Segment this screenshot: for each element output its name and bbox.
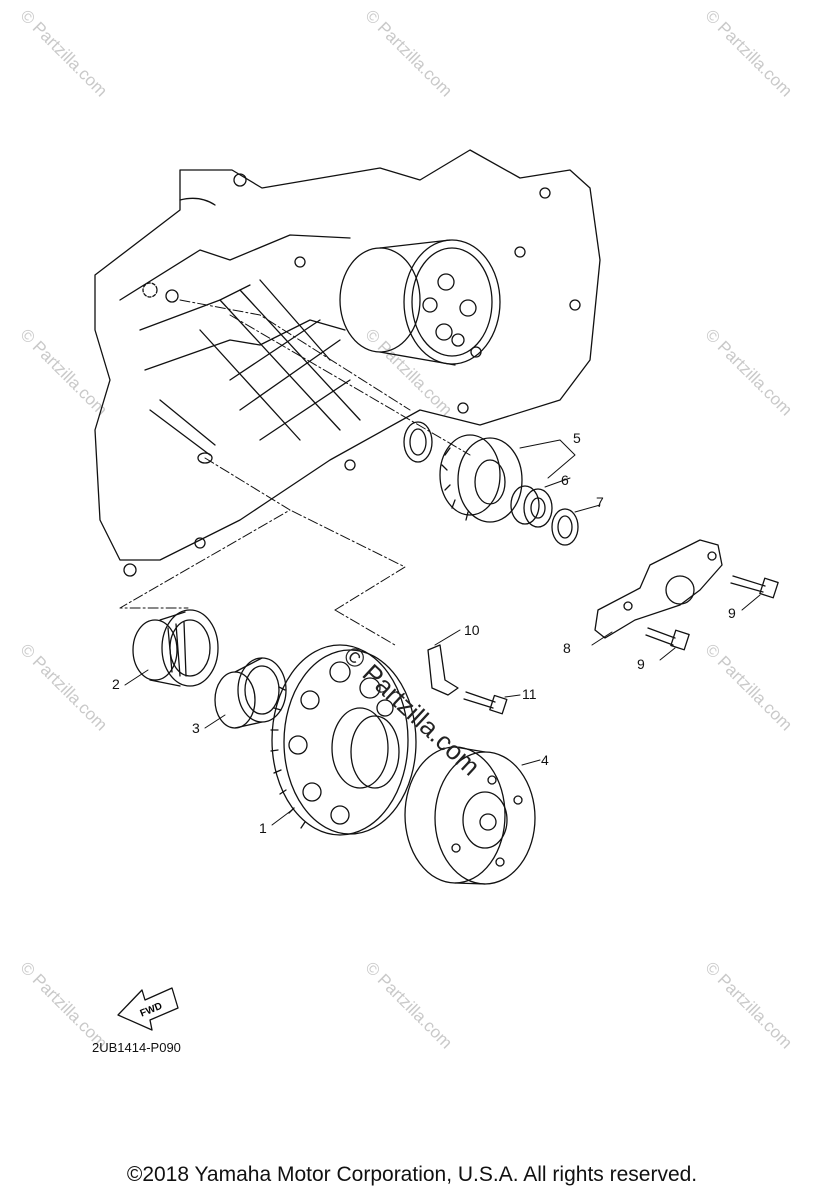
callout-10: 10	[464, 622, 480, 638]
diagram-code: 2UB1414-P090	[92, 1040, 181, 1055]
fwd-arrow-icon	[117, 987, 179, 1031]
plate	[427, 644, 459, 696]
one-way-clutch	[404, 746, 536, 885]
bracket	[594, 539, 723, 639]
needle-bearing	[132, 609, 219, 687]
callout-2: 2	[112, 676, 120, 692]
callout-1: 1	[259, 820, 267, 836]
callout-6: 6	[561, 472, 569, 488]
callout-5: 5	[573, 430, 581, 446]
callout-9: 9	[728, 605, 736, 621]
callout-4: 4	[541, 752, 549, 768]
clutch-drum	[339, 239, 501, 366]
oil-seal	[403, 421, 433, 463]
callout-leaders	[124, 439, 761, 826]
bolt	[645, 627, 690, 651]
copyright-notice: ©2018 Yamaha Motor Corporation, U.S.A. A…	[126, 1163, 698, 1186]
callout-9: 9	[637, 656, 645, 672]
bolt	[730, 575, 779, 599]
idle-gear	[439, 434, 523, 523]
bolt	[463, 691, 508, 715]
callout-7: 7	[596, 494, 604, 510]
crankcase-outline	[94, 149, 601, 577]
washer	[551, 508, 579, 546]
bearing	[510, 485, 553, 528]
callout-8: 8	[563, 640, 571, 656]
starter-wheel-gear	[270, 644, 417, 836]
leader-lines	[119, 299, 471, 646]
callout-11: 11	[522, 686, 537, 702]
collar	[214, 657, 287, 729]
callout-3: 3	[192, 720, 200, 736]
